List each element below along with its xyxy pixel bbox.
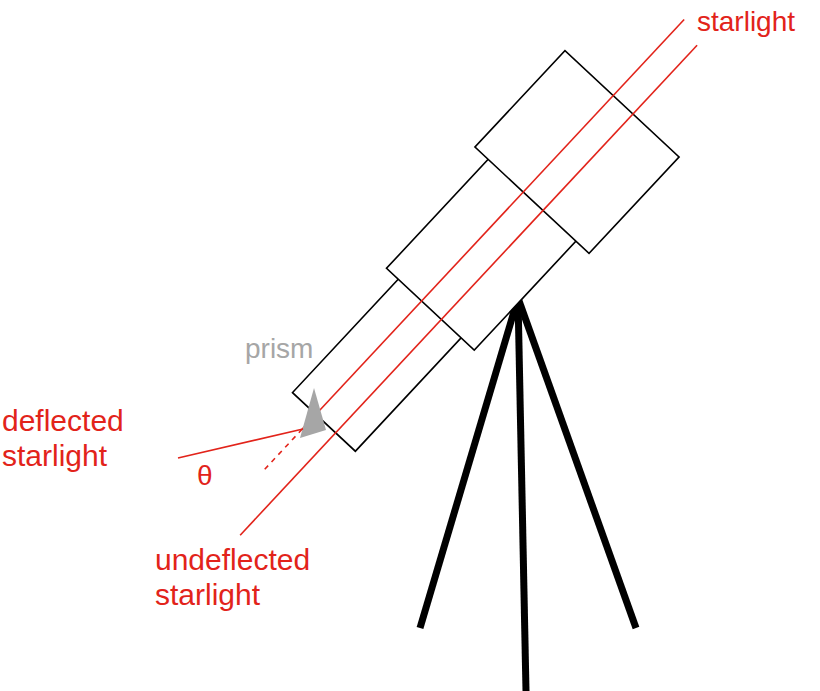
light-ray [220,19,704,535]
ray-label: undeflected starlight [155,543,355,612]
prism-shape [300,388,326,438]
angle-label: θ [197,460,213,492]
deflected-ray [178,429,303,458]
part-label: prism [245,333,313,365]
ray-label: starlight [697,6,795,38]
telescope-tube [268,51,679,476]
ray-label: deflected starlight [2,404,167,473]
tripod [420,298,636,691]
